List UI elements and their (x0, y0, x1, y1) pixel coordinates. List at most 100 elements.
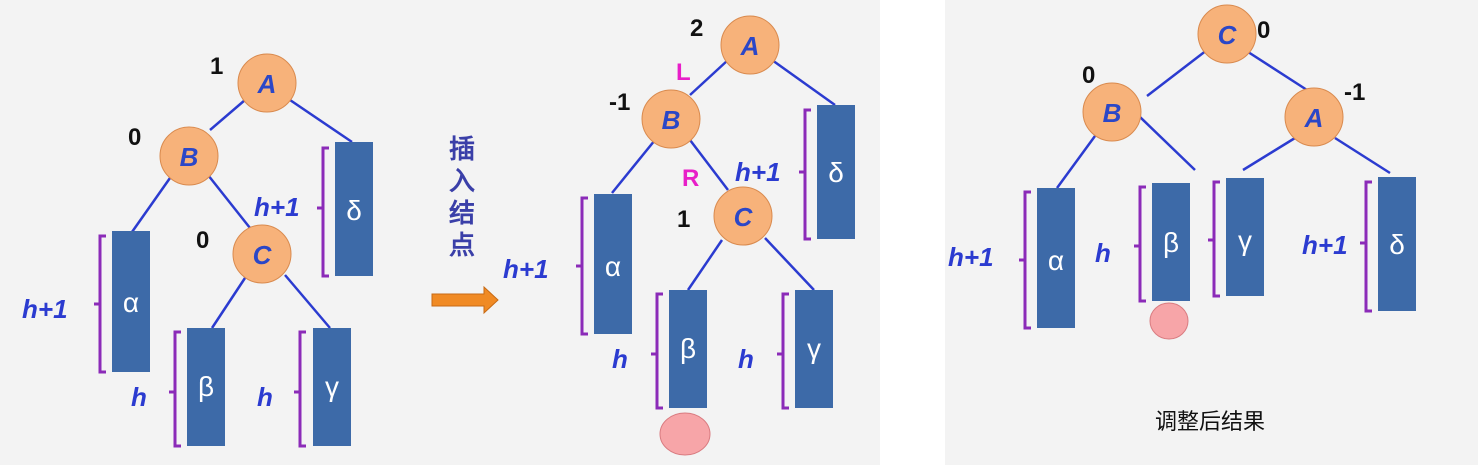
height-brackets-adjusted (1019, 180, 1372, 330)
tree-adjusted (1055, 48, 1391, 189)
subtree2-delta-rect (817, 105, 855, 239)
subtree-alpha-rect (112, 231, 150, 372)
rotation-label-l: L (676, 59, 691, 86)
bracket-delta (317, 146, 329, 278)
subtree2-alpha-label: α (605, 251, 621, 282)
bracket3-gamma (1208, 180, 1220, 298)
node3-a-label: A (1304, 103, 1324, 133)
node3-c (1197, 4, 1257, 64)
subtree3-delta-label: δ (1389, 229, 1405, 260)
subtree-gamma-label: γ (325, 371, 339, 402)
adjusted-result-panel: α β γ δ h+1 h h+1 C B A 0 0 -1 调整后结果 (945, 0, 1478, 465)
node2-c (713, 186, 773, 246)
edge2-a-b (689, 59, 729, 96)
subtree2-gamma-rect (795, 290, 833, 408)
bracket-gamma (294, 330, 306, 448)
edge-c-gamma (284, 274, 331, 329)
edge3-a-gamma (1242, 136, 1296, 172)
edge2-c-gamma (764, 237, 815, 291)
bracket2-gamma (777, 292, 789, 410)
edge3-b-beta (1139, 116, 1196, 171)
adjusted-diagram: α β γ δ h+1 h h+1 C B A 0 0 -1 调整后结果 (948, 4, 1416, 435)
height3-label-beta: h (1095, 238, 1111, 268)
node2-a-label: A (740, 31, 760, 61)
subtree3-beta-label: β (1163, 227, 1179, 258)
height-brackets-original (94, 146, 329, 448)
insert-char-4: 点 (449, 230, 475, 261)
balance3-b: 0 (1082, 62, 1095, 89)
height2-label-beta: h (612, 344, 628, 374)
node3-a (1284, 87, 1344, 147)
edge3-a-delta (1334, 136, 1391, 175)
subtree2-alpha-rect (594, 194, 632, 334)
before-after-insertion-panel: α β γ δ h+1 h h h+1 A B C 1 0 0 插 入 结 点 … (0, 0, 880, 465)
balance-b: 0 (128, 124, 141, 151)
tree-original (130, 98, 353, 329)
subtree2-beta-label: β (680, 333, 696, 364)
bracket-beta (169, 330, 181, 448)
inserted-node-marker-adjusted (1149, 302, 1189, 340)
subtree-gamma-rect (313, 328, 351, 446)
height-label-alpha: h+1 (22, 294, 68, 324)
node-c-label: C (253, 240, 273, 270)
arrow-right-icon (431, 285, 499, 315)
node2-c-label: C (734, 202, 754, 232)
node2-b-label: B (662, 105, 681, 135)
height3-label-delta: h+1 (1302, 230, 1348, 260)
node-c (232, 224, 292, 284)
node2-a (720, 15, 780, 75)
bracket2-alpha (576, 196, 588, 336)
balance-a: 1 (210, 53, 223, 80)
subtree3-gamma-label: γ (1238, 225, 1252, 256)
bracket2-beta (651, 292, 663, 410)
height2-label-gamma: h (738, 344, 754, 374)
bracket3-alpha (1019, 190, 1031, 330)
height-label-gamma: h (257, 382, 273, 412)
balance2-a: 2 (690, 15, 703, 42)
subtree-beta-label: β (198, 371, 214, 402)
bracket2-delta (799, 108, 811, 241)
subtree-beta-rect (187, 328, 225, 446)
subtree3-delta-rect (1378, 177, 1416, 311)
insert-char-1: 插 (449, 135, 475, 165)
edge-b-c (207, 174, 251, 229)
edge2-b-c (689, 139, 729, 191)
subtree3-alpha-label: α (1048, 245, 1064, 276)
balance-c: 0 (196, 227, 209, 254)
subtree-delta-rect (335, 142, 373, 276)
height2-label-alpha: h+1 (503, 254, 549, 284)
edge-a-b (209, 99, 246, 131)
balance2-b: -1 (609, 89, 630, 116)
insert-char-2: 入 (449, 167, 475, 197)
edge-c-beta (210, 277, 247, 329)
edge-b-alpha (130, 177, 172, 233)
height3-label-alpha: h+1 (948, 242, 994, 272)
insert-char-3: 结 (449, 199, 475, 229)
node3-b (1082, 82, 1142, 142)
height-label-delta: h+1 (254, 192, 300, 222)
balance2-c: 1 (677, 206, 690, 233)
edge3-c-b (1146, 49, 1208, 97)
balance3-a: -1 (1344, 79, 1365, 106)
tree-after-insert (611, 58, 836, 291)
subtree2-beta-rect (669, 290, 707, 408)
node-b (159, 126, 219, 186)
node2-b (641, 89, 701, 149)
bracket-alpha (94, 234, 106, 374)
subtree2-delta-label: δ (828, 157, 844, 188)
subtree-alpha-label: α (123, 287, 139, 318)
subtree2-gamma-label: γ (807, 333, 821, 364)
caption-adjusted-result: 调整后结果 (1155, 410, 1265, 435)
node-a-label: A (257, 69, 277, 99)
node3-c-label: C (1218, 20, 1238, 50)
edge3-b-alpha (1055, 135, 1097, 189)
subtree3-alpha-rect (1037, 188, 1075, 328)
subtree3-gamma-rect (1226, 178, 1264, 296)
edge2-b-alpha (611, 139, 656, 194)
bracket3-beta (1134, 185, 1146, 303)
subtree-delta-label: δ (346, 195, 362, 226)
edge2-a-delta (771, 58, 836, 107)
node-b-label: B (180, 142, 199, 172)
edge2-c-beta (686, 239, 724, 291)
edge-a-delta (289, 98, 353, 144)
